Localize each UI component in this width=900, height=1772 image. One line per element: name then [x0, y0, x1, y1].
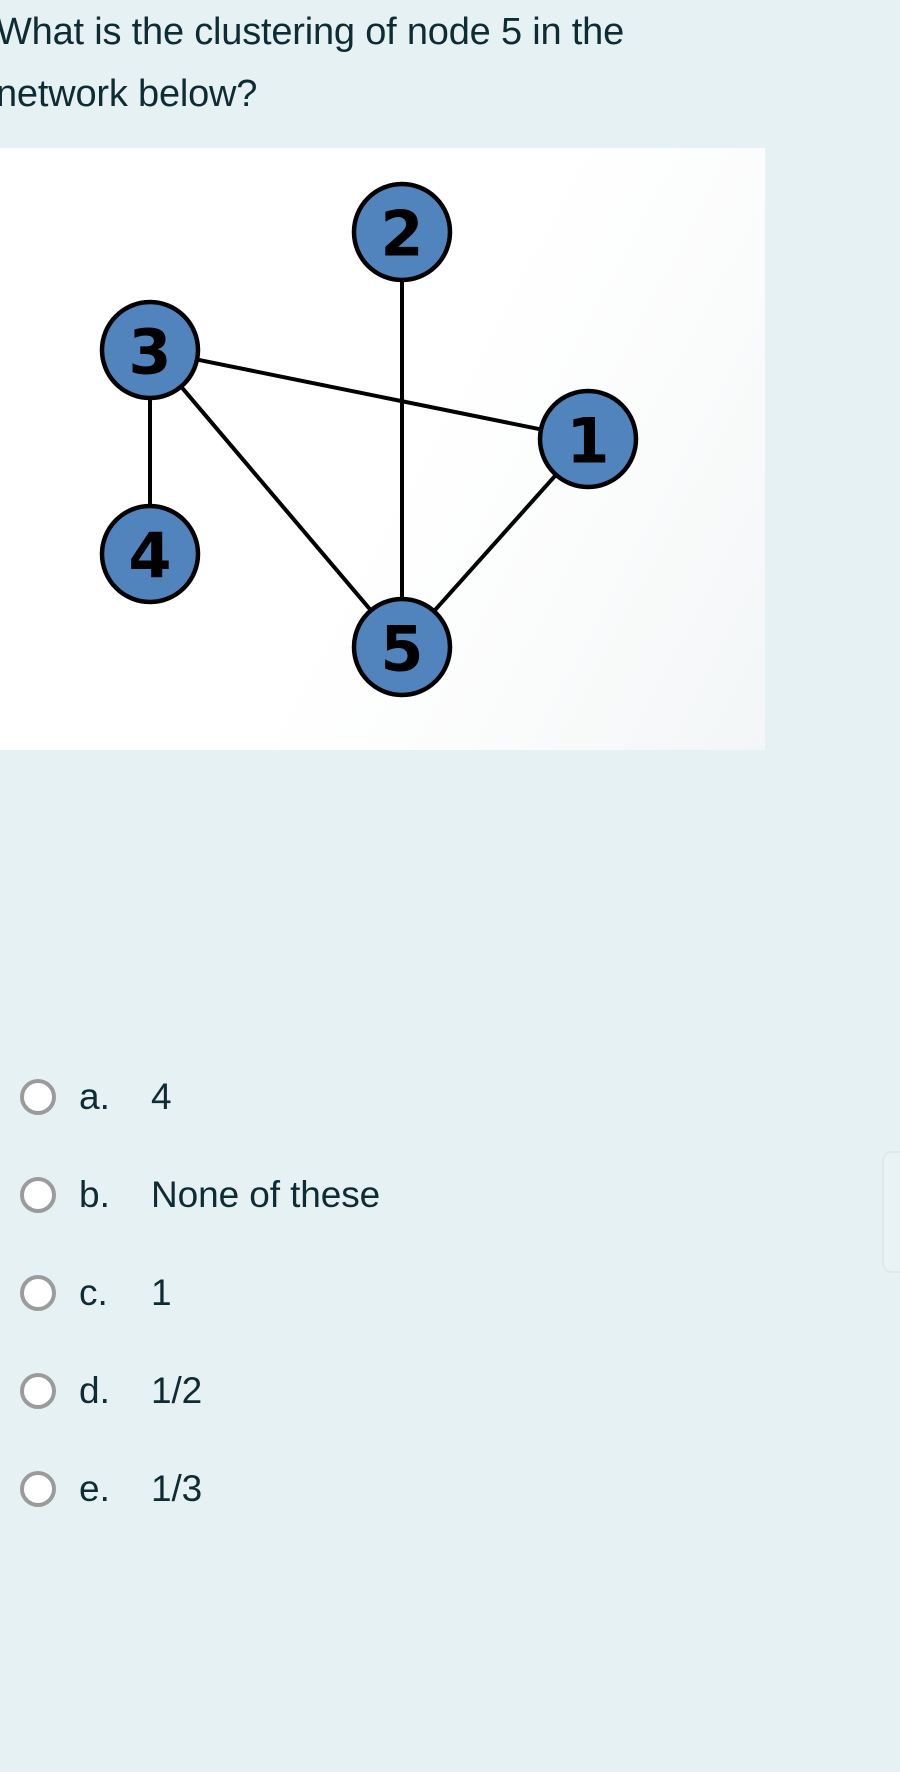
graph-node-2: 2	[351, 181, 453, 283]
option-letter: a.	[79, 1076, 110, 1117]
network-graph: 2 3 1 4 5	[99, 181, 639, 698]
answer-option-e[interactable]: e. 1/3	[0, 1440, 900, 1538]
option-text: 1/3	[151, 1468, 203, 1509]
answer-option-a[interactable]: a. 4	[0, 1048, 900, 1146]
graph-node-5: 5	[351, 596, 453, 698]
radio-button-e[interactable]	[20, 1471, 56, 1507]
graph-node-1: 1	[537, 388, 639, 490]
node-label-2: 2	[380, 198, 423, 271]
option-text: 1/2	[151, 1370, 203, 1411]
option-letter: b.	[79, 1174, 110, 1215]
graph-node-layer: 2 3 1 4 5	[99, 181, 639, 698]
radio-button-a[interactable]	[20, 1079, 56, 1115]
node-circle-4	[99, 503, 201, 605]
answer-option-d[interactable]: d. 1/2	[0, 1342, 900, 1440]
option-text: 4	[151, 1076, 172, 1117]
option-letter: d.	[79, 1370, 110, 1411]
node-label-5: 5	[380, 613, 423, 686]
radio-button-b[interactable]	[20, 1177, 56, 1213]
graph-edge-1-5	[432, 473, 558, 613]
question-text: What is the clustering of node 5 in the …	[0, 11, 625, 115]
node-circle-3	[99, 299, 201, 401]
answer-option-b[interactable]: b. None of these	[0, 1146, 900, 1244]
graph-edge-3-1	[196, 357, 542, 432]
radio-button-c[interactable]	[20, 1275, 56, 1311]
graph-node-4: 4	[99, 503, 201, 605]
option-text: None of these	[151, 1174, 381, 1215]
answer-options-list: a. 4 b. None of these c. 1 d. 1/2 e. 1/3	[0, 1048, 900, 1538]
offscreen-panel-sliver	[882, 1151, 900, 1273]
radio-button-d[interactable]	[20, 1373, 56, 1409]
answer-option-c[interactable]: c. 1	[0, 1244, 900, 1342]
option-letter: c.	[79, 1272, 108, 1313]
node-label-1: 1	[566, 405, 609, 478]
network-figure-panel: 2 3 1 4 5	[0, 148, 765, 750]
node-label-4: 4	[128, 520, 171, 593]
node-label-3: 3	[128, 316, 171, 389]
graph-edge-layer	[148, 280, 558, 613]
graph-node-3: 3	[99, 299, 201, 401]
node-circle-1	[537, 388, 639, 490]
graph-edge-3-5	[179, 385, 373, 612]
option-text: 1	[151, 1272, 172, 1313]
option-letter: e.	[79, 1468, 110, 1509]
node-circle-2	[351, 181, 453, 283]
node-circle-5	[351, 596, 453, 698]
